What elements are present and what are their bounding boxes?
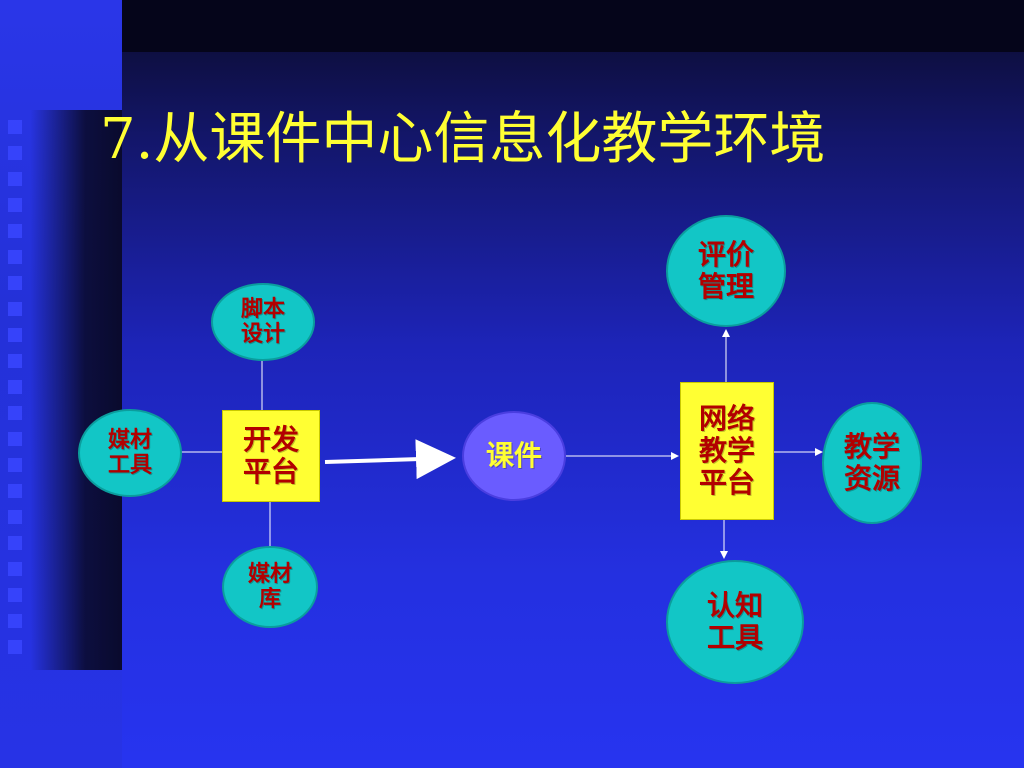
node-media-tools: 媒材 工具	[78, 409, 182, 497]
decor-square	[8, 198, 22, 212]
decor-square	[8, 250, 22, 264]
node-teaching-resources: 教学 资源	[822, 402, 922, 524]
node-label: 脚本 设计	[240, 295, 285, 347]
decor-square	[8, 354, 22, 368]
node-label: 教学 资源	[843, 429, 900, 495]
node-label: 网络 教学 平台	[698, 401, 755, 500]
decor-square	[8, 302, 22, 316]
top-band	[0, 0, 1024, 52]
node-network-platform: 网络 教学 平台	[680, 382, 774, 520]
decor-square	[8, 224, 22, 238]
page-title: 7.从课件中心信息化教学环境	[100, 107, 826, 172]
node-label: 认知 工具	[706, 588, 763, 654]
decor-square	[8, 640, 22, 654]
decor-square	[8, 380, 22, 394]
decor-square	[8, 406, 22, 420]
node-evaluation: 评价 管理	[666, 215, 786, 327]
arrow-dev-to-courseware	[324, 439, 456, 480]
node-dev-platform: 开发 平台	[222, 410, 320, 502]
node-media-library: 媒材 库	[222, 546, 318, 628]
decor-square	[8, 510, 22, 524]
node-label: 评价 管理	[697, 237, 754, 303]
decor-square	[8, 172, 22, 186]
decor-square	[8, 432, 22, 446]
decor-square	[8, 120, 22, 134]
decor-square	[8, 328, 22, 342]
decor-square	[8, 146, 22, 160]
decor-square	[8, 614, 22, 628]
node-courseware: 课件	[462, 411, 566, 501]
decor-square	[8, 276, 22, 290]
node-label: 媒材 工具	[107, 426, 152, 478]
node-label: 开发 平台	[242, 422, 299, 488]
decor-square	[8, 484, 22, 498]
decor-square	[8, 588, 22, 602]
node-cognitive-tools: 认知 工具	[666, 560, 804, 684]
node-label: 课件	[485, 438, 542, 472]
left-strip-shadow	[30, 110, 122, 670]
decor-square	[8, 458, 22, 472]
node-label: 媒材 库	[247, 560, 292, 612]
decor-square	[8, 536, 22, 550]
node-script-design: 脚本 设计	[211, 283, 315, 361]
decor-square	[8, 562, 22, 576]
